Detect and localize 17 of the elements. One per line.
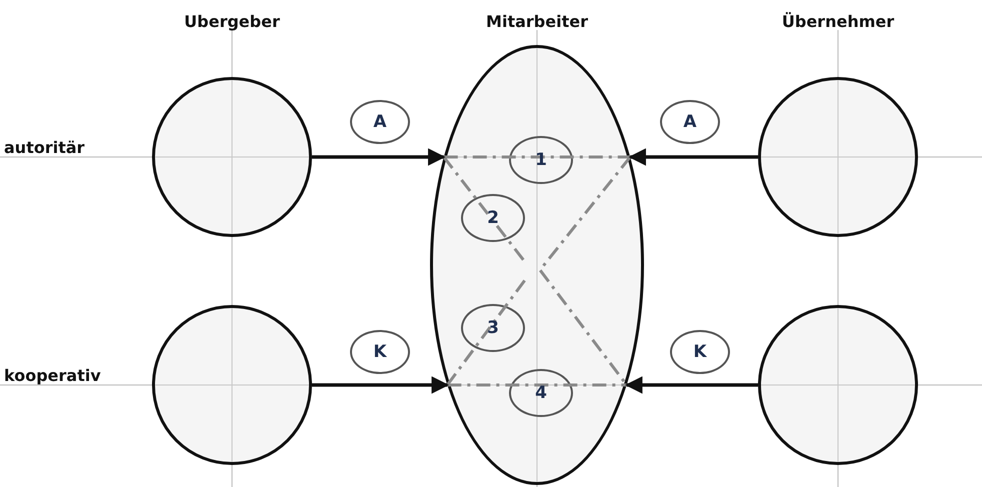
arrow [624, 376, 758, 394]
arrow [312, 148, 446, 166]
column-heading: Übernehmer [782, 12, 894, 31]
column-heading: Mitarbeiter [486, 12, 588, 31]
numbered-circle: 4 [509, 369, 573, 417]
numbered-circle: K [670, 330, 730, 374]
row-label: kooperativ [4, 366, 101, 385]
numbered-circle: 1 [509, 136, 573, 184]
arrow [628, 148, 758, 166]
arrow [312, 376, 450, 394]
row-label: autoritär [4, 138, 85, 157]
numbered-circle: K [350, 330, 410, 374]
numbered-circle: A [660, 100, 720, 144]
numbered-circle: 3 [461, 304, 525, 352]
numbered-circle: A [350, 100, 410, 144]
column-heading: Ubergeber [184, 12, 280, 31]
numbered-circle: 2 [461, 194, 525, 242]
